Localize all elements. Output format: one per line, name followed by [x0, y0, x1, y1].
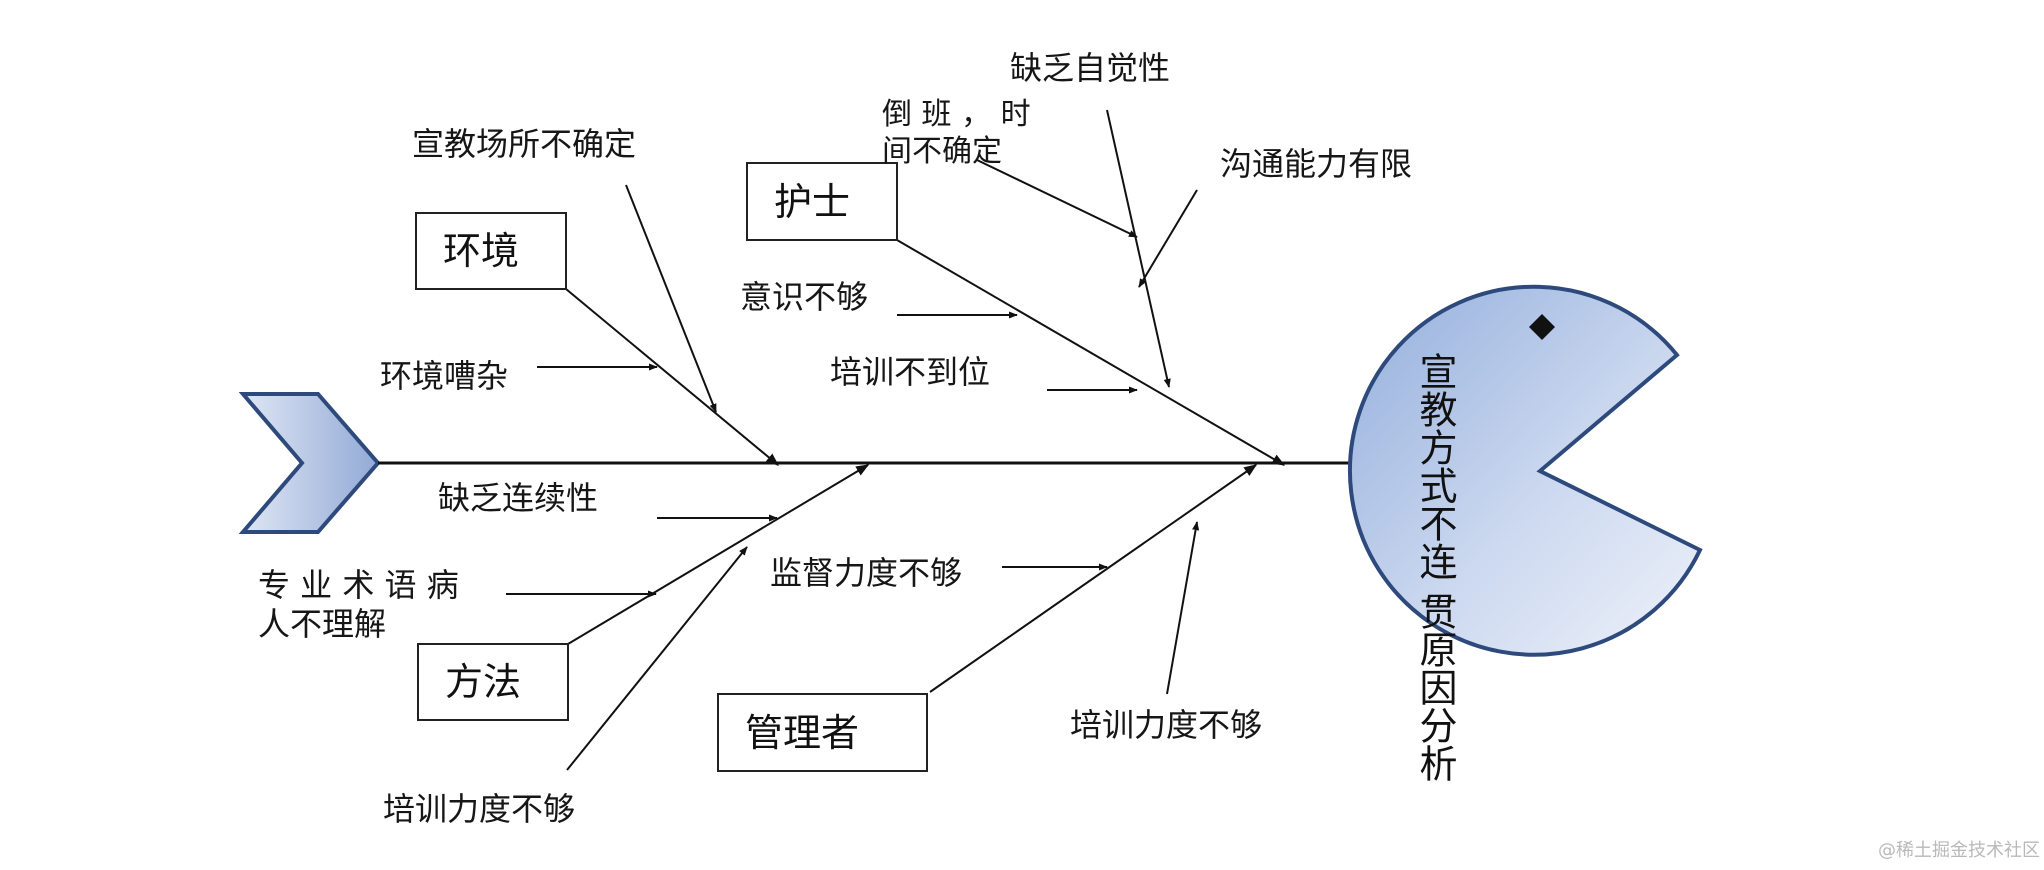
cause-jargon-line2: 人不理解: [258, 605, 387, 643]
arrow-method-training-insufficient: [566, 546, 748, 771]
fish-head-title-line2: 贯原因分析: [1413, 592, 1457, 783]
cause-method-training-insufficient: 培训力度不够: [383, 790, 576, 828]
bone-nurse: [896, 239, 1286, 466]
cause-jargon-line1: 专 业 术 语 病: [258, 566, 459, 604]
cause-shift-uncertain-line2: 间不确定: [882, 134, 1002, 169]
cause-supervision-insufficient: 监督力度不够: [770, 554, 963, 592]
cause-lack-continuity: 缺乏连续性: [438, 479, 599, 517]
arrow-manager-training-insufficient: [1166, 521, 1200, 695]
category-box-nurse: 护士: [746, 162, 898, 241]
cause-shift-uncertain-line1: 倒 班 ， 时: [882, 97, 1031, 132]
bone-manager: [929, 464, 1258, 693]
arrow-shift-uncertain: [976, 159, 1138, 238]
tail-chevron-icon: [238, 392, 381, 534]
fish-head-title-line1: 宣教方式不连: [1413, 352, 1457, 580]
category-box-environment: 环境: [415, 212, 567, 290]
cause-insufficient-awareness: 意识不够: [740, 278, 869, 316]
bone-environment: [565, 288, 780, 466]
category-box-manager: 管理者: [717, 693, 928, 772]
cause-manager-training-insufficient: 培训力度不够: [1070, 706, 1263, 744]
arrow-limited-communication: [1138, 189, 1198, 288]
cause-lack-self-awareness: 缺乏自觉性: [1010, 49, 1171, 87]
category-box-method: 方法: [417, 643, 569, 721]
cause-venue-uncertain: 宣教场所不确定: [412, 125, 637, 163]
fish-eye-icon: [1529, 314, 1555, 340]
fish-head-title: 宣教方式不连 贯原因分析: [1412, 352, 1458, 782]
watermark: @稀土掘金技术社区: [1878, 840, 2040, 861]
cause-training-not-in-place: 培训不到位: [830, 353, 991, 391]
cause-limited-communication: 沟通能力有限: [1220, 145, 1413, 183]
cause-noisy-environment: 环境嘈杂: [380, 357, 509, 395]
bone-method: [567, 464, 870, 645]
arrow-venue-uncertain: [625, 184, 717, 413]
fish-head-shape: [1347, 284, 1703, 657]
arrow-lack-self-awareness: [1106, 109, 1171, 388]
